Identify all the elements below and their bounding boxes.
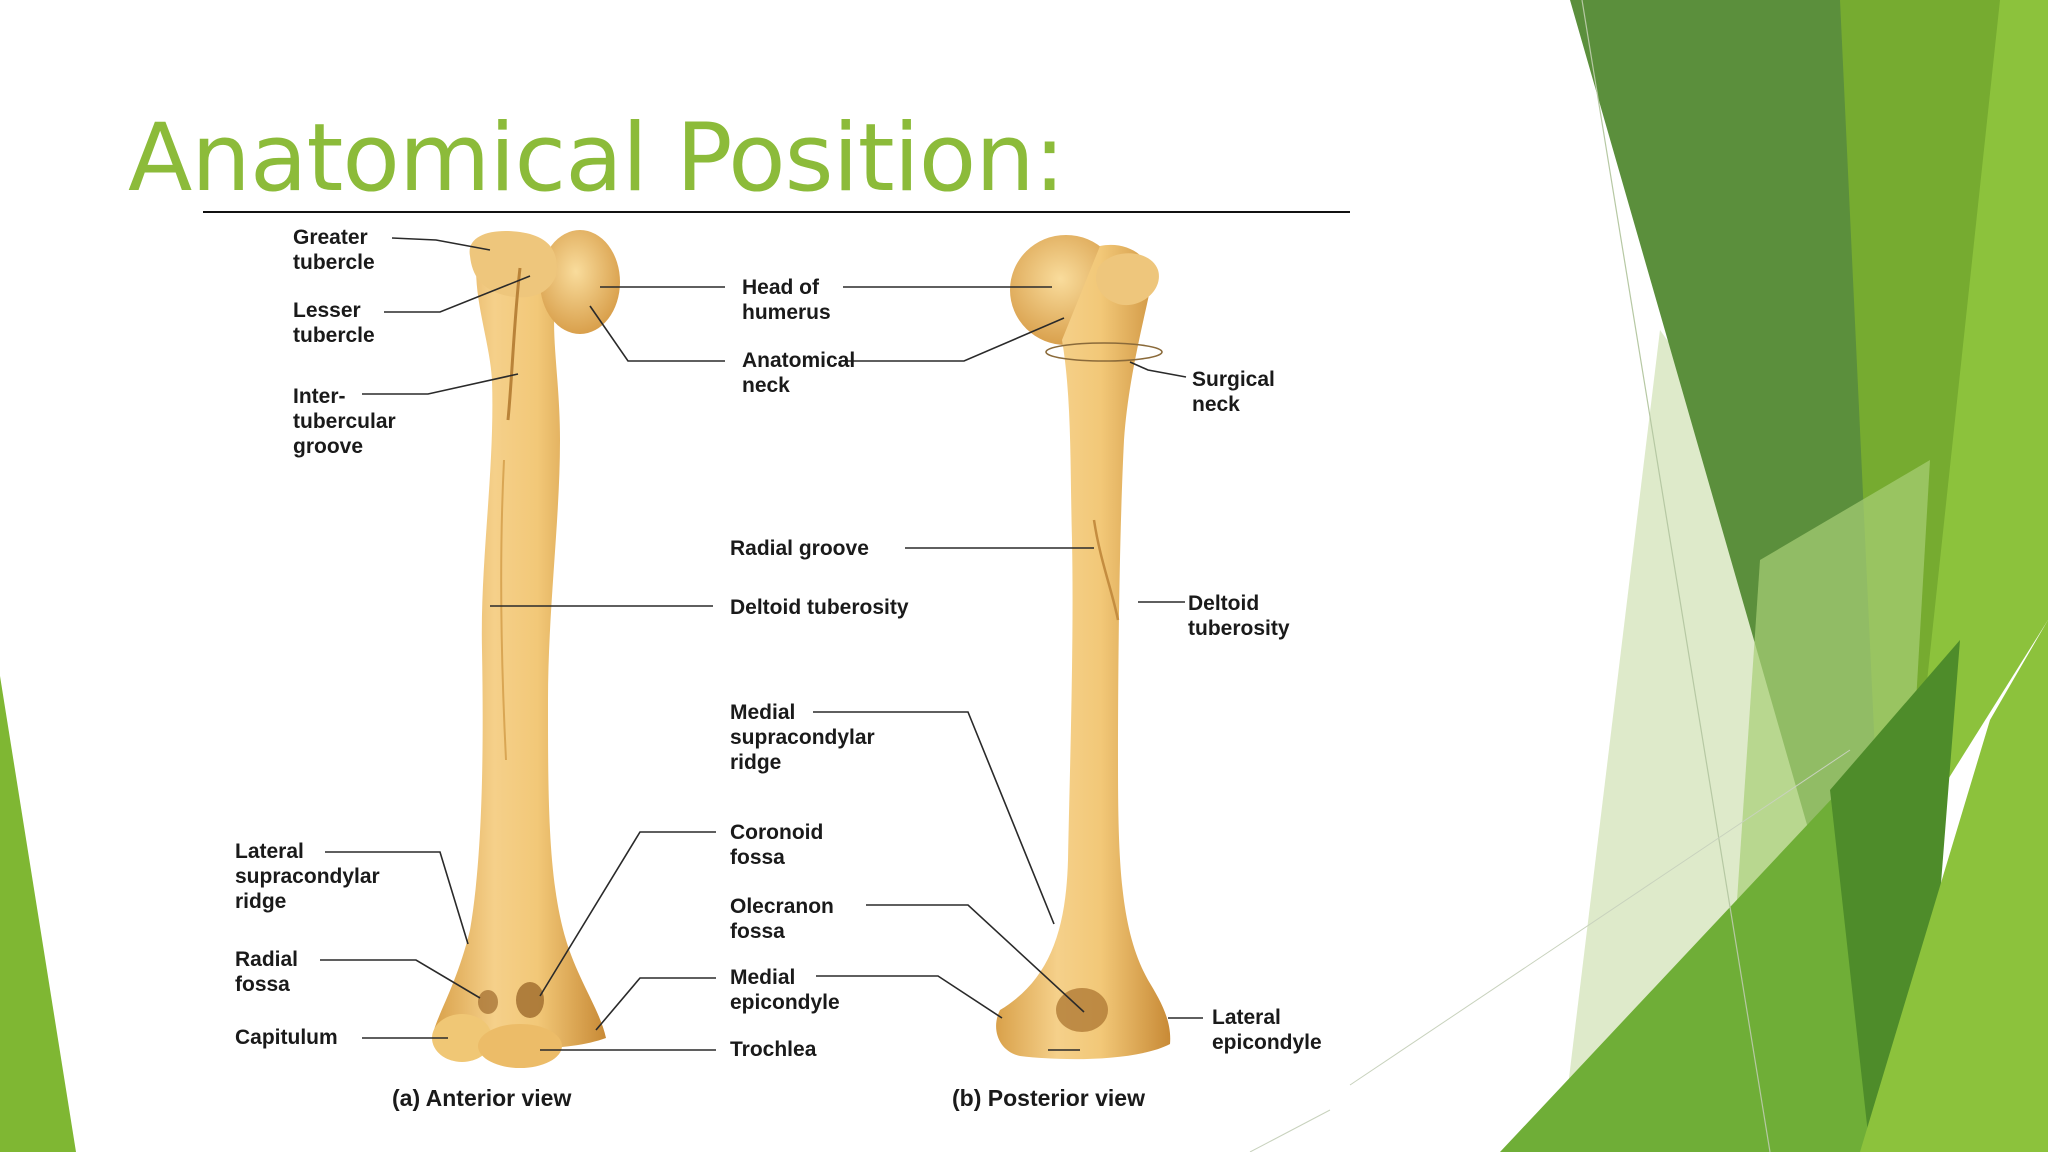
anterior-coronoid-fossa xyxy=(516,982,544,1018)
label-deltoid-tuberosity-anterior: Deltoid tuberosity xyxy=(730,596,909,619)
deco-left-strip xyxy=(0,676,76,1152)
anterior-tubercles xyxy=(469,231,557,298)
label-surgical-neck: Surgical neck xyxy=(1192,368,1281,416)
anterior-humerus xyxy=(432,230,620,1068)
deco-thin-line-2 xyxy=(1349,749,1851,1086)
deco-right-band xyxy=(1910,0,2048,840)
label-lesser-tubercle: Lesser tubercle xyxy=(293,299,375,347)
deco-thin-line-3 xyxy=(1249,1109,1331,1152)
anterior-groove-line xyxy=(506,267,522,421)
deco-thin-line-1 xyxy=(1581,0,1771,1152)
posterior-leader-lines xyxy=(813,286,1203,1051)
deco-lower-green xyxy=(1500,790,1880,1152)
anterior-shaft-line xyxy=(500,459,507,761)
label-capitulum: Capitulum xyxy=(235,1026,338,1049)
posterior-humerus xyxy=(996,235,1171,1060)
label-lateral-supracondylar-ridge: Lateral supracondylar ridge xyxy=(235,840,386,913)
posterior-shaft xyxy=(996,244,1171,1060)
label-radial-fossa: Radial fossa xyxy=(235,948,304,996)
deco-bottom-right xyxy=(1860,620,2048,1152)
anterior-trochlea xyxy=(478,1024,562,1068)
posterior-greater-tubercle xyxy=(1096,253,1159,306)
label-radial-groove: Radial groove xyxy=(730,537,869,560)
title-underline xyxy=(203,211,1350,213)
label-intertubercular-groove: Inter- tubercular groove xyxy=(293,385,402,458)
anterior-leader-lines xyxy=(320,237,725,1051)
posterior-surgical-neck-ring xyxy=(1045,342,1163,362)
label-medial-epicondyle: Medial epicondyle xyxy=(730,966,840,1014)
label-head-of-humerus: Head of humerus xyxy=(742,276,831,324)
anterior-shaft xyxy=(434,240,606,1049)
caption-posterior-view: (b) Posterior view xyxy=(952,1085,1145,1111)
label-coronoid-fossa: Coronoid fossa xyxy=(730,821,829,869)
posterior-radial-groove-line xyxy=(1092,519,1120,621)
slide-title: Anatomical Position: xyxy=(128,104,1065,213)
label-medial-supracondylar-ridge: Medial supracondylar ridge xyxy=(730,701,881,774)
anterior-capitulum xyxy=(432,1014,492,1062)
label-olecranon-fossa: Olecranon fossa xyxy=(730,895,840,943)
caption-anterior-view: (a) Anterior view xyxy=(392,1085,571,1111)
label-trochlea: Trochlea xyxy=(730,1038,817,1061)
label-greater-tubercle: Greater tubercle xyxy=(293,226,375,274)
label-anatomical-neck: Anatomical neck xyxy=(742,349,861,397)
label-deltoid-tuberosity-posterior: Deltoid tuberosity xyxy=(1188,592,1290,640)
label-lateral-epicondyle: Lateral epicondyle xyxy=(1212,1006,1322,1054)
anterior-head xyxy=(540,230,620,334)
anterior-radial-fossa xyxy=(478,990,498,1014)
